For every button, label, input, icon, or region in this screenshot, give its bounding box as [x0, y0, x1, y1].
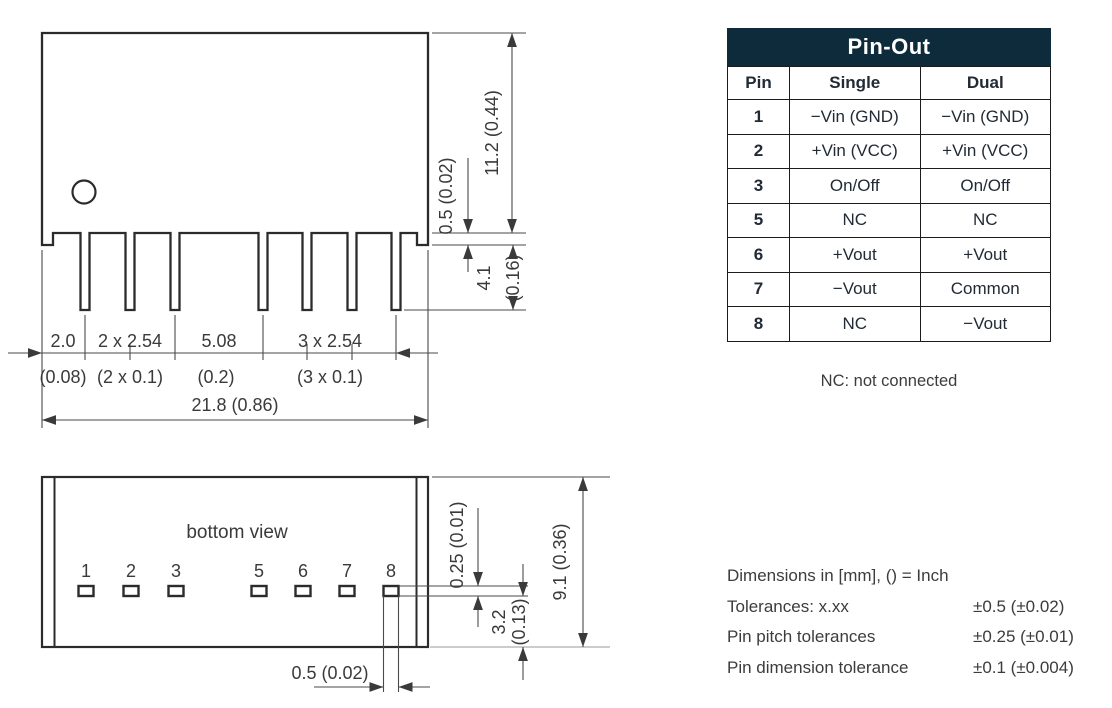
- pin-number: 3: [727, 168, 790, 204]
- column-header-dual: Dual: [919, 66, 1051, 100]
- svg-text:1: 1: [81, 561, 91, 581]
- svg-text:3: 3: [171, 561, 181, 581]
- bottom-view-body: [40, 475, 430, 649]
- table-row: 5 NC NC: [727, 202, 1051, 238]
- table-row: 6 +Vout +Vout: [727, 237, 1051, 273]
- dual-function: Common: [919, 271, 1051, 307]
- column-header-pin: Pin: [727, 66, 790, 100]
- tolerance-value: ±0.25 (±0.01): [973, 627, 1074, 647]
- dim-depth: 9.1 (0.36): [550, 523, 570, 600]
- svg-text:2: 2: [126, 561, 136, 581]
- pinout-header-row: Pin Single Dual: [727, 66, 1051, 100]
- column-header-single: Single: [789, 66, 921, 100]
- front-view-drawing: 2.0 2 x 2.54 5.08 3 x 2.54 (0.08) (2 x 0…: [8, 31, 526, 428]
- bottom-view-pin-numbers: 1 2 3 5 6 7 8: [81, 561, 396, 581]
- dim-pitch-2x254: 2 x 2.54: [98, 331, 162, 351]
- single-function: On/Off: [789, 168, 921, 204]
- table-row: 2 +Vin (VCC) +Vin (VCC): [727, 133, 1051, 169]
- table-row: 3 On/Off On/Off: [727, 168, 1051, 204]
- tolerance-row: Tolerances: x.xx ±0.5 (±0.02): [727, 592, 1112, 623]
- units-note-text: Dimensions in [mm], () = Inch: [727, 566, 949, 586]
- pin-number: 8: [727, 306, 790, 342]
- dim-pin-width: 0.5 (0.02): [291, 663, 368, 683]
- dim-body-height: 11.2 (0.44): [482, 90, 502, 176]
- svg-text:6: 6: [298, 561, 308, 581]
- pinout-table-title: Pin-Out: [727, 28, 1051, 66]
- single-function: NC: [789, 306, 921, 342]
- svg-text:7: 7: [342, 561, 352, 581]
- dim-pin-length-mm: 4.1: [474, 265, 494, 290]
- pin-number: 5: [727, 202, 790, 238]
- dim-pin-setback-mm: 3.2: [489, 609, 509, 634]
- dual-function: −Vin (GND): [919, 99, 1051, 135]
- table-row: 1 −Vin (GND) −Vin (GND): [727, 99, 1051, 135]
- bottom-view-pin-pads: [77, 584, 400, 598]
- tolerance-label: Tolerances: x.xx: [727, 596, 849, 616]
- dual-function: NC: [919, 202, 1051, 238]
- single-function: +Vout: [789, 237, 921, 273]
- bottom-view-label: bottom view: [186, 522, 288, 543]
- bottom-view-drawing: bottom view 1 2 3 5 6 7 8: [40, 475, 610, 692]
- units-note: Dimensions in [mm], () = Inch: [727, 561, 1112, 592]
- package-body-outline: [40, 31, 430, 312]
- tolerance-row: Pin pitch tolerances ±0.25 (±0.01): [727, 622, 1112, 653]
- dim-pin-thickness: 0.25 (0.01): [447, 501, 467, 588]
- single-function: +Vin (VCC): [789, 133, 921, 169]
- table-row: 7 −Vout Common: [727, 271, 1051, 307]
- dim-edge-to-pin1-inch: (0.08): [39, 367, 86, 387]
- single-function: −Vin (GND): [789, 99, 921, 135]
- dim-overall-width: 21.8 (0.86): [191, 395, 278, 415]
- dim-pin-length-inch: (0.16): [503, 254, 523, 301]
- tolerance-label: Pin pitch tolerances: [727, 627, 876, 647]
- pinout-table: Pin-Out Pin Single Dual 1 −Vin (GND) −Vi…: [727, 28, 1051, 342]
- tolerance-value: ±0.1 (±0.004): [973, 657, 1074, 677]
- tolerance-notes: Dimensions in [mm], () = Inch Tolerances…: [727, 561, 1112, 683]
- dim-pitch-3x254-inch: (3 x 0.1): [297, 367, 363, 387]
- svg-text:8: 8: [386, 561, 396, 581]
- pin-number: 7: [727, 271, 790, 307]
- pin1-marker-circle: [71, 179, 97, 205]
- tolerance-value: ±0.5 (±0.02): [973, 596, 1065, 616]
- table-row: 8 NC −Vout: [727, 306, 1051, 342]
- bottom-view-dimension-lines: [314, 476, 610, 692]
- pinout-grid: Pin Single Dual 1 −Vin (GND) −Vin (GND) …: [727, 66, 1051, 342]
- dim-pitch-2x254-inch: (2 x 0.1): [97, 367, 163, 387]
- svg-text:5: 5: [254, 561, 264, 581]
- nc-footnote: NC: not connected: [820, 372, 958, 390]
- dim-gap-508-inch: (0.2): [197, 367, 234, 387]
- pin-number: 1: [727, 99, 790, 135]
- single-function: −Vout: [789, 271, 921, 307]
- dual-function: +Vout: [919, 237, 1051, 273]
- dual-function: +Vin (VCC): [919, 133, 1051, 169]
- dual-function: −Vout: [919, 306, 1051, 342]
- dim-standoff: 0.5 (0.02): [436, 157, 456, 234]
- dim-pitch-3x254: 3 x 2.54: [298, 331, 362, 351]
- tolerance-label: Pin dimension tolerance: [727, 657, 909, 677]
- pin-number: 2: [727, 133, 790, 169]
- dim-gap-508: 5.08: [201, 331, 236, 351]
- single-function: NC: [789, 202, 921, 238]
- pin-number: 6: [727, 237, 790, 273]
- dim-pin-setback-inch: (0.13): [509, 598, 529, 645]
- dual-function: On/Off: [919, 168, 1051, 204]
- tolerance-row: Pin dimension tolerance ±0.1 (±0.004): [727, 653, 1112, 684]
- front-view-dimension-lines: [8, 32, 526, 428]
- dim-edge-to-pin1: 2.0: [50, 331, 75, 351]
